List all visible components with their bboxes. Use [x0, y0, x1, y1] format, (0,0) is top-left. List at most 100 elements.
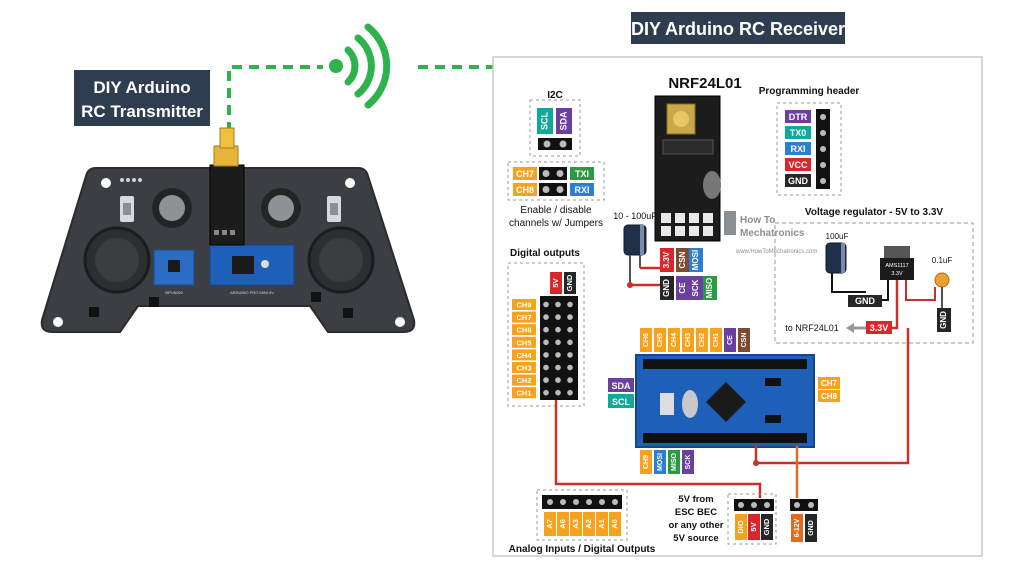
wifi-signal-icon: [329, 23, 391, 109]
jumpers-caption-line1: Enable / disable: [520, 205, 592, 216]
power-alt-6-12v-label: 6-12V: [794, 518, 801, 537]
watermark-url: www.HowToMechatronics.com: [735, 249, 817, 255]
watermark-line1: How To: [740, 215, 775, 226]
nrf-cap-label: 10 - 100uF: [613, 211, 657, 221]
digital-channel-pin: [512, 362, 536, 373]
transmitter-title-line1: DIY Arduino: [93, 78, 190, 97]
nrf-sck-label: SCK: [691, 279, 700, 296]
analog-pin: [557, 512, 569, 536]
jumper-ch8-label: CH8: [516, 185, 534, 195]
nrf-module: NRF24L01 10 - 100uF 3.3V GND CSN CE MOSI…: [613, 75, 742, 300]
pgm-vcc-label: VCC: [788, 160, 808, 170]
digital-channel-pin: [512, 336, 536, 348]
arduino-bottom-pin: [668, 450, 680, 474]
transmitter-controller: MPU6050 ARDUINO PRO MINI 5V: [40, 127, 416, 333]
analog-pin-label: A0: [610, 519, 619, 529]
regulator-chip-line1: AMS1117: [885, 263, 908, 269]
digital-channel-pin: [512, 387, 536, 399]
nrf-mosi-label: MOSI: [691, 250, 700, 270]
arduino-bottom-pin-label: CH9: [643, 455, 650, 469]
arduino-ch8-label: CH8: [821, 392, 838, 401]
watermark-line2: Mechatronics: [740, 228, 805, 239]
voltage-regulator-block: Voltage regulator - 5V to 3.3V 100uF AMS…: [774, 207, 974, 344]
analog-pin: [609, 512, 621, 536]
digital-channel-label: CH3: [516, 364, 531, 373]
imu-label: MPU6050: [165, 290, 184, 295]
arduino-scl-label: SCL: [612, 397, 631, 407]
power-caption-line1: 5V from: [678, 494, 713, 505]
regulator-out-label: to NRF24L01: [785, 323, 839, 333]
arduino-ch7-label: CH7: [821, 379, 838, 388]
receiver-title-text: DIY Arduino RC Receiver: [631, 19, 845, 39]
digital-gnd-label: GND: [565, 274, 574, 291]
power-caption-line4: 5V source: [673, 533, 718, 544]
digital-outputs-block: Digital outputs 5V GND CH9CH7CH6CH5CH4CH…: [507, 248, 585, 407]
watermark-logo: How To Mechatronics www.HowToMechatronic…: [724, 211, 817, 255]
i2c-sda-label: SDA: [558, 111, 568, 131]
arduino-top-pin-label: CH4: [671, 333, 678, 347]
power-wiring: [554, 328, 910, 498]
i2c-title: I2C: [547, 90, 563, 101]
pgm-gnd-label: GND: [788, 176, 809, 186]
analog-pin: [570, 512, 582, 536]
i2c-scl-label: SCL: [539, 111, 549, 130]
jumper-rxi-label: RXI: [574, 185, 589, 195]
analog-pin-label: A3: [571, 519, 580, 529]
arduino-top-pin-label: CSN: [741, 333, 748, 348]
analog-pin-label: A7: [545, 519, 554, 529]
arduino-top-pin: [724, 328, 736, 352]
power-dio-label: DIO: [736, 520, 745, 534]
pgm-rxi-label: RXI: [790, 144, 805, 154]
receiver-title: DIY Arduino RC Receiver: [631, 12, 845, 44]
regulator-gnd1-label: GND: [855, 296, 876, 306]
arduino-bottom-pin-label: MOSI: [657, 453, 664, 471]
digital-outputs-title: Digital outputs: [510, 248, 580, 259]
digital-channel-label: CH4: [516, 351, 532, 360]
arduino-top-pin-label: CH2: [699, 333, 706, 347]
analog-pin-label: A2: [584, 519, 593, 529]
arduino-top-pin: [738, 328, 750, 352]
digital-channel-label: CH7: [516, 313, 531, 322]
power-caption-line3: or any other: [669, 520, 724, 531]
power-alt-gnd-label: GND: [808, 520, 815, 536]
arduino-sda-label: SDA: [611, 381, 631, 391]
analog-pin-label: A6: [558, 519, 567, 529]
digital-channel-pin: [512, 349, 536, 361]
digital-channel-label: CH1: [516, 389, 531, 398]
programming-header-block: Programming header DTR TX0 RXI VCC GND: [759, 86, 860, 196]
arduino-top-pin: [696, 328, 708, 352]
jumper-ch7-label: CH7: [516, 169, 534, 179]
arduino-top-pin: [710, 328, 722, 352]
arduino-top-pin: [654, 328, 666, 352]
transmitter-title-line2: RC Transmitter: [81, 102, 203, 121]
jumper-txi-label: TXI: [575, 169, 589, 179]
power-input-block: DIO 5V GND 5V from ESC BEC or any other …: [669, 493, 818, 545]
digital-channel-pin: [512, 299, 536, 310]
arduino-bottom-pin: [682, 450, 694, 474]
digital-5v-label: 5V: [551, 278, 560, 287]
regulator-chip-line2: 3.3V: [891, 271, 903, 277]
pgm-dtr-label: DTR: [789, 112, 808, 122]
analog-pin: [583, 512, 595, 536]
nrf-3v3-label: 3.3V: [662, 251, 671, 268]
i2c-block: I2C SCL SDA: [529, 90, 581, 157]
regulator-cap2-label: 0.1uF: [932, 256, 953, 265]
arduino-bottom-pin: [640, 450, 652, 474]
power-caption-line2: ESC BEC: [675, 507, 717, 518]
arduino-bottom-pin-label: MISO: [671, 453, 678, 471]
digital-channel-pin: [512, 324, 536, 336]
analog-pin: [544, 512, 556, 536]
jumpers-block: CH7 TXI CH8 RXI Enable / disable channel…: [507, 161, 605, 229]
analog-pin: [596, 512, 608, 536]
arduino-bottom-pin: [654, 450, 666, 474]
nrf-miso-label: MISO: [705, 278, 714, 298]
pgm-tx0-label: TX0: [790, 128, 807, 138]
arduino-top-pin-label: CE: [727, 335, 734, 345]
digital-channel-label: CH6: [516, 326, 531, 335]
arduino-bottom-pin-label: SCK: [685, 455, 692, 470]
programming-header-title: Programming header: [759, 86, 860, 97]
